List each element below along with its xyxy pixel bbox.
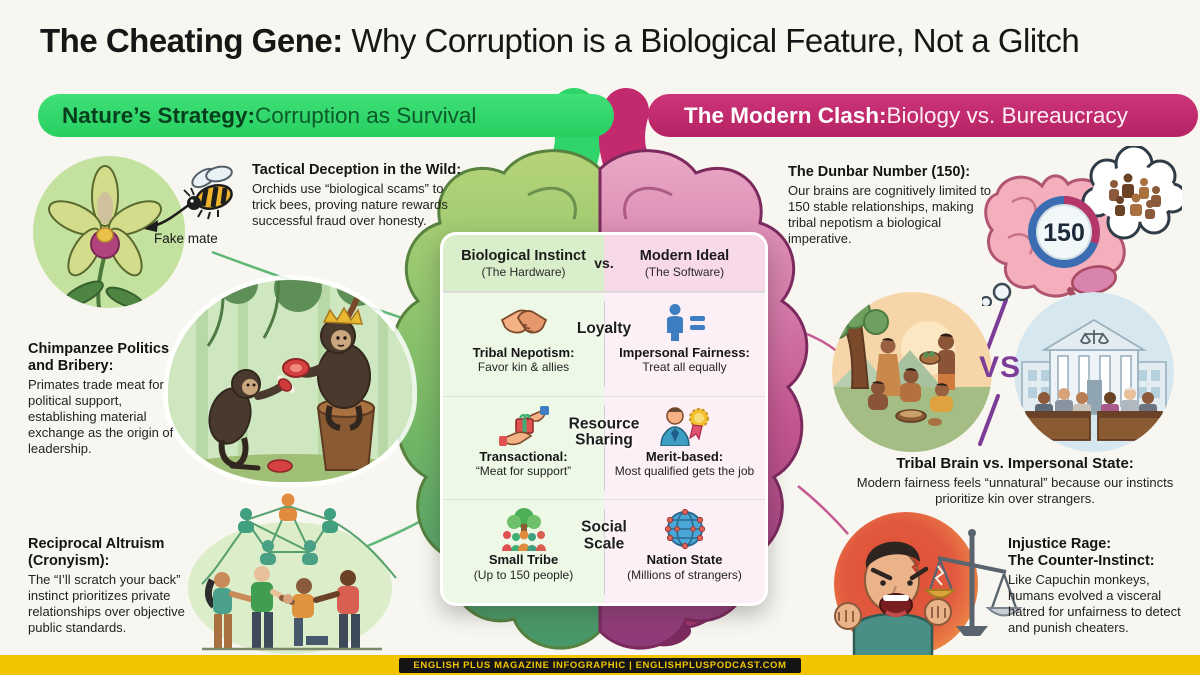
- orchid-illustration: [33, 156, 185, 308]
- cell-body: Most qualified gets the job: [614, 463, 755, 478]
- tribal-figures: [868, 333, 955, 426]
- handshake-icon: [500, 309, 547, 334]
- footer-credit: ENGLISH PLUS MAGAZINE INFOGRAPHIC | ENGL…: [399, 657, 801, 673]
- cell-tribal-nepotism: Tribal Nepotism: Favor kin & allies: [443, 293, 604, 396]
- cell-impersonal-fairness: Impersonal Fairness: Treat all equally: [604, 293, 765, 396]
- header-title: Modern Ideal: [639, 247, 730, 264]
- handshake-people: [202, 566, 382, 651]
- angry-man: [834, 541, 952, 658]
- chimp-king: [282, 306, 371, 431]
- block-title: Injustice Rage: The Counter-Instinct:: [1008, 536, 1155, 570]
- block-body: Primates trade meat for political suppor…: [28, 377, 174, 456]
- cell-nation-state: Nation State (Millions of strangers): [604, 500, 765, 603]
- banner-right-bold: The Modern Clash:: [684, 102, 887, 128]
- banner-modern-clash: The Modern Clash: Biology vs. Bureaucrac…: [648, 94, 1198, 137]
- block-tribal-vs-state: Tribal Brain vs. Impersonal State: Moder…: [845, 455, 1185, 506]
- page-title-bold: The Cheating Gene:: [40, 22, 343, 59]
- cell-body: (Up to 150 people): [473, 567, 574, 582]
- globe-network-icon: [664, 509, 705, 550]
- bee-icon: [183, 165, 233, 220]
- merit-badge-person-icon: [659, 406, 709, 446]
- table-row-resource-sharing: Transactional: “Meat for support” Merit-…: [443, 395, 765, 500]
- injustice-rage-illustration: [834, 512, 1023, 658]
- block-body: Modern fairness feels “unnatural” becaus…: [856, 474, 1174, 506]
- row-label-resource-sharing: Resource Sharing: [568, 415, 640, 449]
- block-title: The Dunbar Number (150):: [788, 164, 971, 180]
- cell-body: Treat all equally: [642, 360, 727, 375]
- block-body: Orchids use “biological scams” to trick …: [252, 181, 448, 228]
- fake-mate-arrow-icon: [144, 202, 191, 232]
- banner-right-rest: Biology vs. Bureaucracy: [886, 102, 1128, 128]
- cell-title: Nation State: [646, 552, 723, 568]
- block-body: Our brains are cognitively limited to 15…: [788, 183, 992, 246]
- courthouse-illustration: [1014, 292, 1174, 452]
- cell-title: Small Tribe: [488, 552, 559, 568]
- block-body: Like Capuchin monkeys, humans evolved a …: [1008, 572, 1181, 635]
- tribal-scene-illustration: [832, 292, 992, 452]
- cell-body: Favor kin & allies: [477, 360, 570, 375]
- header-biological-instinct: Biological Instinct (The Hardware): [443, 235, 604, 291]
- cell-merit-based: Merit-based: Most qualified gets the job: [604, 396, 765, 500]
- cell-small-tribe: Small Tribe (Up to 150 people): [443, 500, 604, 603]
- block-tactical-deception: Tactical Deception in the Wild: Orchids …: [252, 162, 474, 229]
- block-body: The “I’ll scratch your back” instinct pr…: [28, 572, 185, 635]
- header-sub: (The Software): [644, 264, 725, 279]
- block-injustice-rage: Injustice Rage: The Counter-Instinct: Li…: [1008, 536, 1186, 636]
- banner-left-rest: Corruption as Survival: [254, 102, 477, 128]
- comparison-header: Biological Instinct (The Hardware) Moder…: [443, 235, 765, 292]
- gift-hands-icon: [498, 405, 549, 446]
- scales-emblem-icon: [1079, 330, 1110, 345]
- header-title: Biological Instinct: [461, 247, 586, 264]
- block-title: Tribal Brain vs. Impersonal State:: [896, 455, 1134, 472]
- header-sub: (The Hardware): [481, 264, 566, 279]
- comparison-table: Biological Instinct (The Hardware) Moder…: [440, 232, 768, 606]
- cell-body: “Meat for support”: [475, 463, 572, 478]
- cell-title: Tribal Nepotism:: [472, 345, 575, 360]
- block-title: Chimpanzee Politics and Bribery:: [28, 341, 170, 375]
- dunbar-brain-illustration: 150: [982, 146, 1182, 306]
- banner-left-bold: Nature’s Strategy:: [62, 102, 255, 128]
- page-title: The Cheating Gene: Why Corruption is a B…: [40, 22, 1080, 60]
- block-reciprocal-altruism: Reciprocal Altruism (Cronyism): The “I’l…: [28, 536, 204, 636]
- chimp-subordinate: [208, 369, 295, 471]
- block-title: Reciprocal Altruism (Cronyism):: [28, 536, 165, 570]
- tribe-tree-icon: [501, 508, 546, 552]
- header-modern-ideal: Modern Ideal (The Software): [604, 235, 765, 291]
- person-equals-icon: [666, 304, 705, 341]
- cell-title: Transactional:: [479, 448, 568, 464]
- block-chimp-politics: Chimpanzee Politics and Bribery: Primate…: [28, 341, 188, 457]
- table-row-social-scale: Small Tribe (Up to 150 people) N: [443, 499, 765, 603]
- footer-bar: ENGLISH PLUS MAGAZINE INFOGRAPHIC | ENGL…: [0, 655, 1200, 675]
- row-label-loyalty: Loyalty: [576, 319, 632, 337]
- cell-title: Merit-based:: [645, 448, 724, 464]
- banner-natures-strategy: Nature’s Strategy: Corruption as Surviva…: [38, 94, 614, 137]
- cell-transactional: Transactional: “Meat for support”: [443, 396, 604, 500]
- vs-label: VS: [978, 351, 1022, 384]
- scales-of-justice-icon: [923, 529, 1023, 636]
- dunbar-150-badge: 150: [1028, 196, 1100, 268]
- fake-mate-label: Fake mate: [154, 231, 218, 246]
- network-person-icons: [238, 493, 338, 565]
- table-row-loyalty: Tribal Nepotism: Favor kin & allies Impe…: [443, 292, 765, 396]
- row-label-social-scale: Social Scale: [581, 519, 627, 553]
- reciprocal-altruism-illustration: [188, 493, 397, 654]
- block-title: Tactical Deception in the Wild:: [252, 162, 462, 178]
- cell-title: Impersonal Fairness:: [619, 345, 750, 360]
- orchid-flower-icon: [48, 165, 162, 308]
- block-dunbar-number: The Dunbar Number (150): Our brains are …: [788, 164, 1000, 247]
- page-title-rest: Why Corruption is a Biological Feature, …: [342, 22, 1080, 59]
- cell-body: (Millions of strangers): [627, 567, 742, 582]
- dunbar-150-value: 150: [1043, 219, 1085, 247]
- vs-chip: vs.: [594, 255, 614, 271]
